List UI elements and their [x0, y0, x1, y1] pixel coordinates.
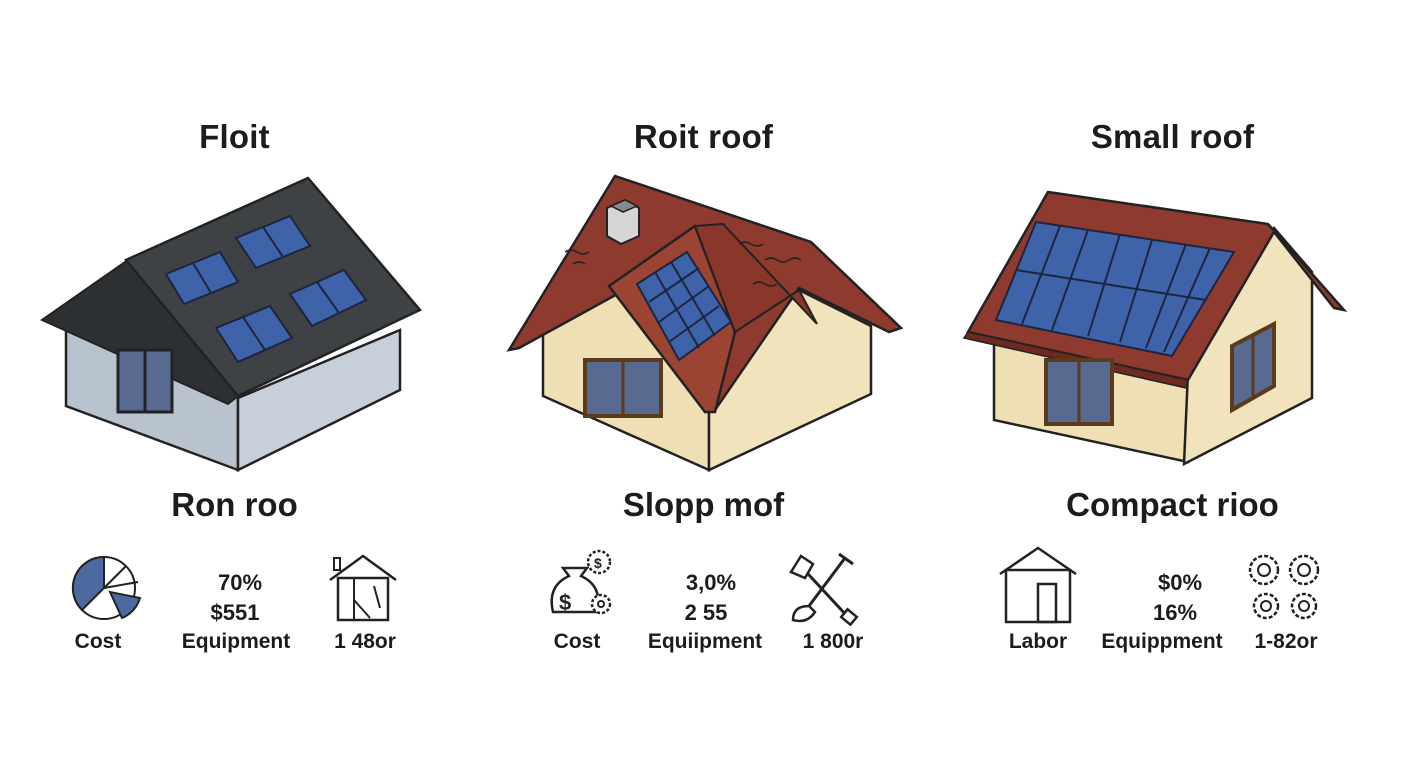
house-illustration-red-roof — [506, 174, 904, 472]
label-cost: Cost — [74, 630, 122, 653]
svg-text:$: $ — [559, 590, 571, 615]
label-duration: 1 800r — [802, 630, 864, 653]
label-cost: Cost — [553, 630, 601, 653]
panel-title: Small roof — [1090, 118, 1255, 155]
roof-front-gable-right — [693, 222, 818, 334]
roof-shingle-marks — [564, 241, 802, 287]
stat-percent: $0% — [1157, 570, 1203, 595]
label-equipment: Equipment — [181, 630, 291, 653]
house-outline-icon — [329, 554, 397, 622]
svg-text:$: $ — [594, 555, 602, 571]
stat-amount: 2 55 — [684, 600, 728, 625]
label-equipment: Equippment — [1101, 630, 1223, 653]
house-front-wall — [236, 328, 402, 473]
panel-flat-roof: Floit Ron roo 70% $551 — [0, 0, 469, 768]
panel-small-roof: Small roof Compact rioo $0% 16% — [938, 0, 1407, 768]
pie-chart-icon — [71, 555, 142, 620]
panel-pitched-roof: Roit roof Slo — [469, 0, 938, 768]
panel-title: Roit roof — [633, 118, 774, 155]
solar-panels — [994, 220, 1236, 358]
label-duration: 1-82or — [1254, 630, 1318, 653]
stat-percent: 3,0% — [685, 570, 737, 595]
panel-subtitle: Slopp mof — [622, 486, 785, 523]
solar-panels — [164, 214, 368, 364]
stat-percent: 70% — [217, 570, 263, 595]
house-outline-icon — [999, 546, 1077, 624]
stat-amount: $551 — [210, 600, 260, 625]
panel-subtitle: Compact rioo — [1066, 486, 1279, 523]
gears-icon — [1248, 554, 1320, 620]
tools-icon — [789, 552, 859, 626]
house-illustration-dark-roof — [39, 176, 423, 473]
label-duration: 1 48or — [334, 630, 396, 653]
money-bag-gears-icon: $ $ — [550, 549, 612, 615]
panel-subtitle: Ron roo — [171, 486, 298, 523]
stat-amount: 16% — [1152, 600, 1198, 625]
solar-panels — [635, 250, 733, 362]
house-illustration-brown-roof — [962, 190, 1348, 467]
label-labor: Labor — [1008, 630, 1068, 653]
label-equipment: Equiipment — [647, 630, 763, 653]
panel-title: Floit — [199, 118, 270, 155]
roof-dark — [123, 176, 423, 398]
